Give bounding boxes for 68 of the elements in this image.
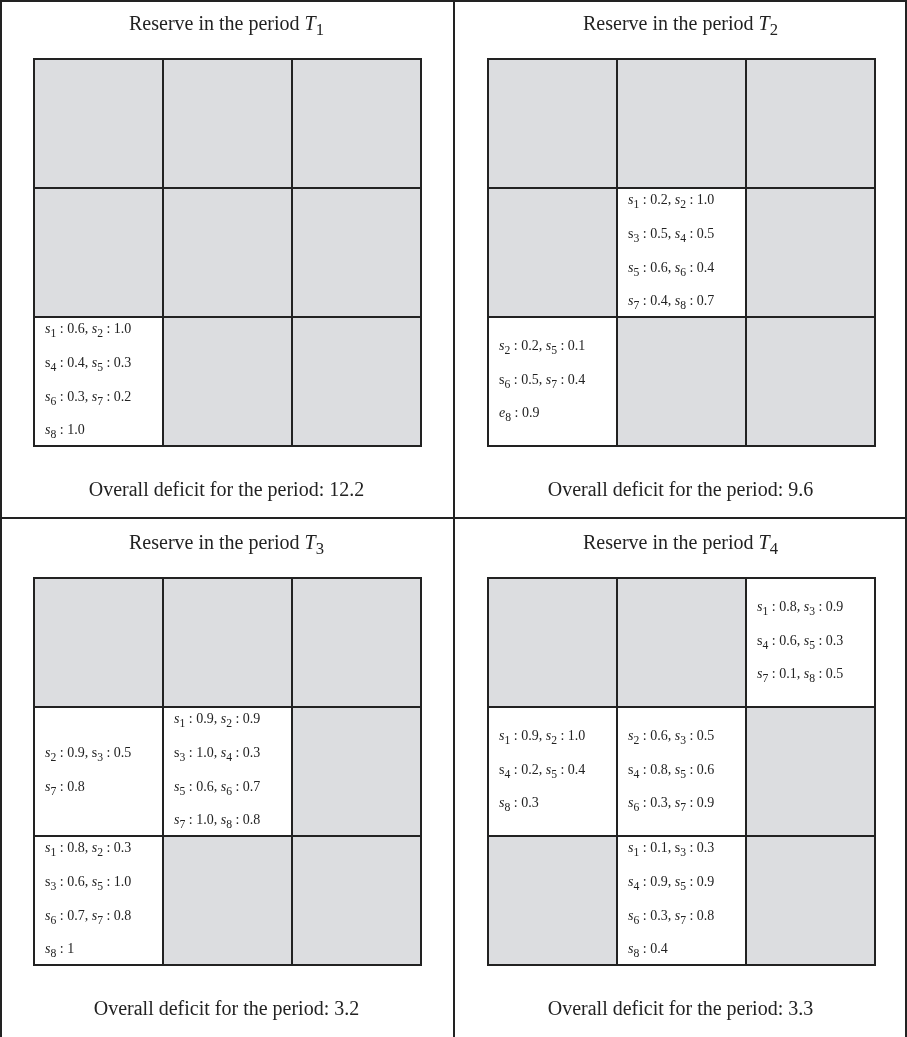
reserve-values: s$_{2}$ : 0.2, s$_{5}$ : 0.1 [499,336,587,359]
reserve-values: s$_{6}$ : 0.3, s$_{7}$ : 0.8 [628,906,716,929]
reserve-values: s$_{1}$ : 0.2, s$_{2}$ : 1.0 [628,190,716,213]
deficit-caption: Overall deficit for the period: 3.2 [92,997,361,1020]
reserve-values: s$_{4}$ : 0.9, s$_{5}$ : 0.9 [628,872,716,895]
shaded-cell [745,835,876,966]
reserve-values: s$_{8}$ : 0.4 [628,940,669,963]
shaded-cell [487,187,618,318]
shaded-cell [291,316,422,447]
shaded-cell [162,316,293,447]
reserve-values: s$_{4}$ : 0.6, s$_{5}$ : 0.3 [757,631,845,654]
reserve-values: s$_{1}$ : 0.1, s$_{3}$ : 0.3 [628,838,716,861]
reserve-values: s$_{2}$ : 0.6, s$_{3}$ : 0.5 [628,726,716,749]
reserve-values: s$_{1}$ : 0.8, s$_{2}$ : 0.3 [45,838,133,861]
shaded-cell [487,835,618,966]
shaded-cell [33,58,164,189]
shaded-cell [162,58,293,189]
reserve-values: s$_{6}$ : 0.7, s$_{7}$ : 0.8 [45,906,133,929]
reserve-values: s$_{1}$ : 0.9, s$_{2}$ : 1.0 [499,726,587,749]
panel-heading: Reserve in the period T$_{3}$ [128,531,325,559]
shaded-cell [616,58,747,189]
reserve-values: s$_{6}$ : 0.5, s$_{7}$ : 0.4 [499,370,587,393]
shaded-cell [162,835,293,966]
shaded-cell [487,577,618,708]
panel-heading: Reserve in the period T$_{1}$ [128,12,325,40]
reserve-values: s$_{7}$ : 0.8 [45,777,86,800]
reserve-values: s$_{5}$ : 0.6, s$_{6}$ : 0.4 [628,258,716,281]
shaded-cell [33,577,164,708]
shaded-cell [291,58,422,189]
reserve-values: s$_{5}$ : 0.6, s$_{6}$ : 0.7 [174,777,262,800]
reserve-values: s$_{7}$ : 1.0, s$_{8}$ : 0.8 [174,811,262,834]
shaded-cell [745,187,876,318]
deficit-caption: Overall deficit for the period: 9.6 [546,478,815,501]
shaded-cell [291,835,422,966]
reserve-values: s$_{3}$ : 0.5, s$_{4}$ : 0.5 [628,224,716,247]
reserve-values: s$_{4}$ : 0.8, s$_{5}$ : 0.6 [628,760,716,783]
shaded-cell [745,58,876,189]
shaded-cell [291,577,422,708]
reserve-values: s$_{4}$ : 0.4, s$_{5}$ : 0.3 [45,353,133,376]
reserve-values: s$_{1}$ : 0.6, s$_{2}$ : 1.0 [45,319,133,342]
shaded-cell [745,706,876,837]
shaded-cell [616,316,747,447]
reserve-values: s$_{3}$ : 1.0, s$_{4}$ : 0.3 [174,743,262,766]
reserve-values: s$_{8}$ : 0.3 [499,794,540,817]
reserve-values: s$_{7}$ : 0.4, s$_{8}$ : 0.7 [628,292,716,315]
reserve-values: s$_{4}$ : 0.2, s$_{5}$ : 0.4 [499,760,587,783]
deficit-caption: Overall deficit for the period: 12.2 [87,478,366,501]
shaded-cell [616,577,747,708]
shaded-cell [162,187,293,318]
reserve-values: s$_{6}$ : 0.3, s$_{7}$ : 0.9 [628,794,716,817]
reserve-values: e$_{8}$ : 0.9 [499,404,541,427]
shaded-cell [33,187,164,318]
reserve-values: s$_{1}$ : 0.8, s$_{3}$ : 0.9 [757,597,845,620]
shaded-cell [291,706,422,837]
reserve-values: s$_{8}$ : 1 [45,940,76,963]
reserve-values: s$_{2}$ : 0.9, s$_{3}$ : 0.5 [45,743,133,766]
deficit-caption: Overall deficit for the period: 3.3 [546,997,815,1020]
shaded-cell [291,187,422,318]
shaded-cell [745,316,876,447]
reserve-values: s$_{8}$ : 1.0 [45,421,86,444]
panel-heading: Reserve in the period T$_{2}$ [582,12,779,40]
reserve-values: s$_{3}$ : 0.6, s$_{5}$ : 1.0 [45,872,133,895]
shaded-cell [487,58,618,189]
panel-heading: Reserve in the period T$_{4}$ [582,531,779,559]
shaded-cell [162,577,293,708]
reserve-values: s$_{6}$ : 0.3, s$_{7}$ : 0.2 [45,387,133,410]
reserve-values: s$_{7}$ : 0.1, s$_{8}$ : 0.5 [757,665,845,688]
reserve-values: s$_{1}$ : 0.9, s$_{2}$ : 0.9 [174,709,262,732]
